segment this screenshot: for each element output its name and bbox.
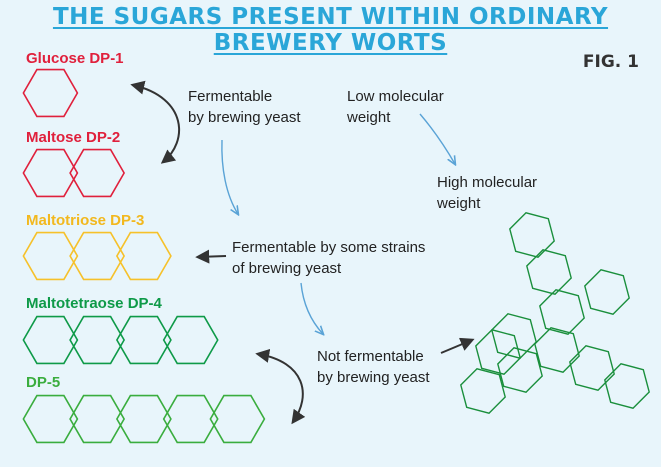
note-fermentable-line1: Fermentable xyxy=(188,88,273,105)
sugar-ring-5-5 xyxy=(209,394,266,444)
sugar-ring-4-1 xyxy=(22,315,79,365)
blue-arrow-fermentable xyxy=(221,139,238,214)
polymer-ring-3 xyxy=(539,289,585,335)
note-low-mw-line1: Low molecular xyxy=(347,88,444,105)
sugar-ring-4-3 xyxy=(115,315,172,365)
sugar-ring-2-1 xyxy=(22,148,79,198)
sugar-ring-5-4 xyxy=(162,394,219,444)
note-high-mw: High molecular weight xyxy=(437,172,537,214)
note-low-mw-line2: weight xyxy=(347,109,391,126)
polymer-ring-5 xyxy=(497,347,543,393)
note-high-mw-line1: High molecular xyxy=(437,174,538,191)
polymer-ring-11 xyxy=(475,329,521,375)
arrow-to-maltotriose xyxy=(195,249,227,264)
page-title: THE SUGARS PRESENT WITHIN ORDINARY BREWE… xyxy=(52,4,609,56)
sugar-ring-5-1 xyxy=(22,394,79,444)
sugar-ring-4-4 xyxy=(162,315,219,365)
figure-label: FIG. 1 xyxy=(582,52,639,72)
sugar-ring-3-3 xyxy=(115,231,172,281)
note-some-strains: Fermentable by some strains of brewing y… xyxy=(232,237,425,279)
polymer-ring-6 xyxy=(460,368,506,414)
polymer-ring-7 xyxy=(569,345,615,391)
sugar-ring-4-2 xyxy=(69,315,126,365)
blue-arrow-molecular-weight xyxy=(419,113,455,164)
polymer-ring-8 xyxy=(604,363,650,409)
note-fermentable: Fermentable by brewing yeast xyxy=(188,86,301,128)
polymer-ring-4 xyxy=(534,327,580,373)
note-low-mw: Low molecular weight xyxy=(347,86,444,128)
sugar-ring-3-2 xyxy=(69,231,126,281)
note-fermentable-line2: by brewing yeast xyxy=(188,109,301,126)
sugar-chains xyxy=(22,68,266,444)
arrow-tetraose-dp5 xyxy=(255,348,306,425)
sugar-ring-5-3 xyxy=(115,394,172,444)
sugar-label-maltotriose: Maltotriose DP-3 xyxy=(26,212,145,229)
arrow-glucose-maltose xyxy=(130,80,181,164)
sugar-label-dp5: DP-5 xyxy=(26,374,61,391)
polymer-ring-9 xyxy=(584,269,630,315)
polymer-ring-2 xyxy=(526,249,572,295)
high-molecular-weight-polymer xyxy=(460,212,650,414)
note-not-fermentable-line2: by brewing yeast xyxy=(317,369,430,386)
note-some-strains-line2: of brewing yeast xyxy=(232,260,342,277)
sugar-ring-3-1 xyxy=(22,231,79,281)
note-not-fermentable-line1: Not fermentable xyxy=(317,348,424,365)
sugar-ring-1-1 xyxy=(22,68,79,118)
note-not-fermentable: Not fermentable by brewing yeast xyxy=(317,346,430,388)
sugar-ring-2-2 xyxy=(69,148,126,198)
sugar-label-maltose: Maltose DP-2 xyxy=(26,129,121,146)
arrow-to-polymer xyxy=(440,337,475,354)
blue-arrow-some-strains xyxy=(300,282,323,334)
polymer-ring-1 xyxy=(509,212,555,258)
sugar-ring-5-2 xyxy=(69,394,126,444)
note-some-strains-line1: Fermentable by some strains xyxy=(232,239,426,256)
note-high-mw-line2: weight xyxy=(437,195,481,212)
sugar-label-maltotetraose: Maltotetraose DP-4 xyxy=(26,295,162,312)
sugar-label-glucose: Glucose DP-1 xyxy=(26,50,124,67)
